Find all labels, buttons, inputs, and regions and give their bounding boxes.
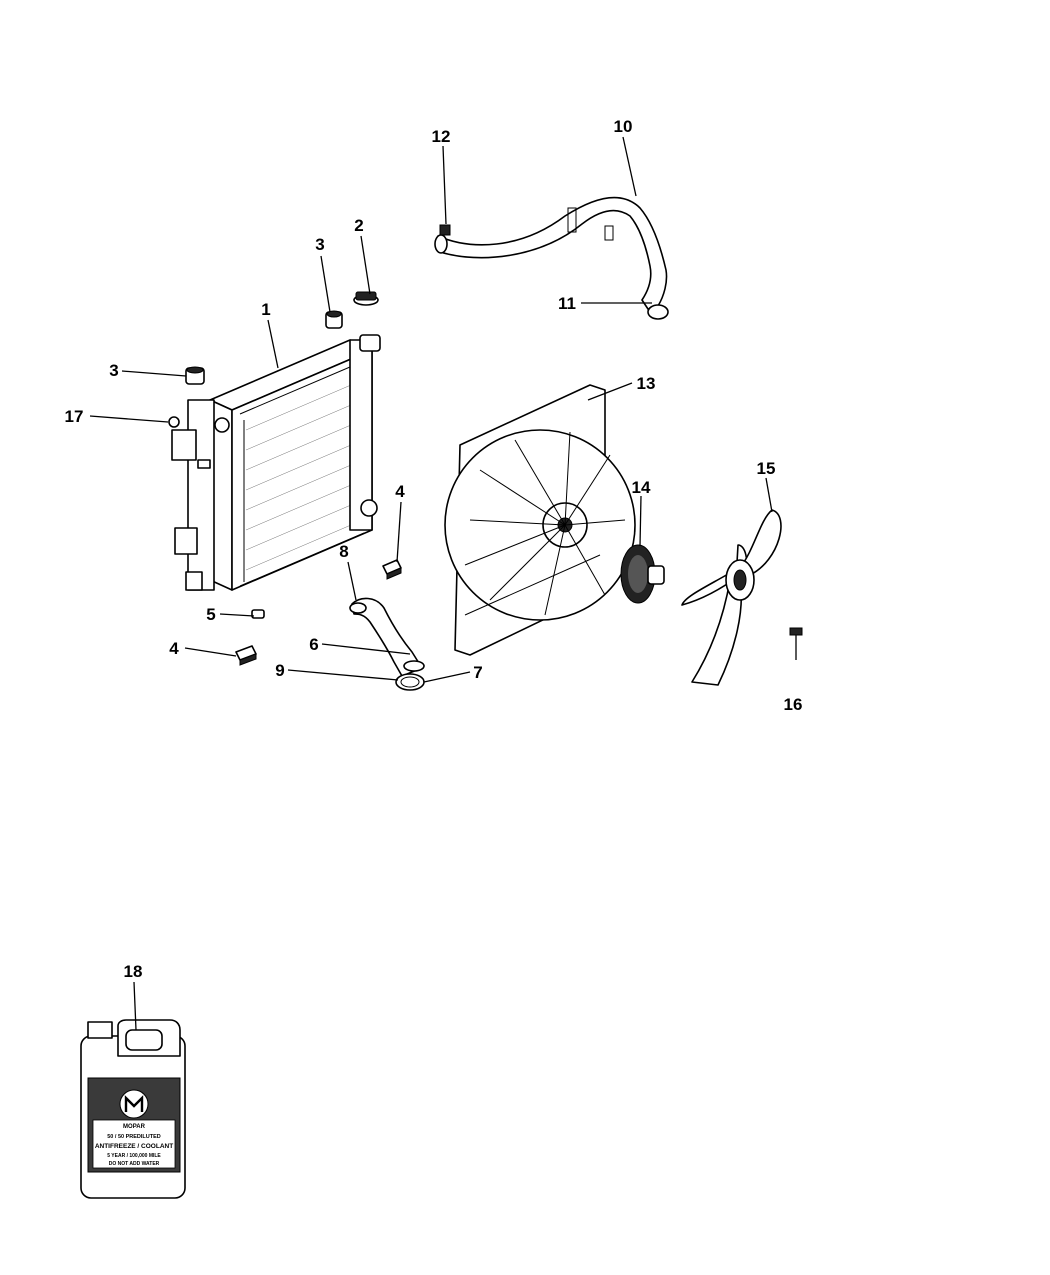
radiator-cap <box>353 291 379 306</box>
callout-8: 8 <box>339 542 348 561</box>
callout-11: 11 <box>558 294 576 313</box>
callout-7: 7 <box>473 663 482 682</box>
leader-lines <box>89 136 773 1031</box>
callout-9: 9 <box>275 661 284 680</box>
callout-6: 6 <box>309 635 318 654</box>
callout-3-upper: 3 <box>315 235 324 254</box>
callout-1: 1 <box>261 300 270 319</box>
callout-10: 10 <box>614 117 633 136</box>
lower-radiator-hose <box>349 597 425 691</box>
jug-label-line2: ANTIFREEZE / COOLANT <box>95 1143 173 1150</box>
isolator-lower <box>235 645 257 666</box>
callout-14: 14 <box>632 478 651 497</box>
callout-15: 15 <box>757 459 776 478</box>
jug-label-line3: 5 YEAR / 100,000 MILE <box>107 1153 161 1159</box>
callout-13: 13 <box>637 374 656 393</box>
fan-drive-viscous <box>620 544 665 604</box>
jug-label-line4: DO NOT ADD WATER <box>109 1161 160 1167</box>
fan-shroud <box>444 384 636 656</box>
radiator <box>171 334 381 591</box>
callout-18: 18 <box>124 962 143 981</box>
isolator-right <box>382 559 402 580</box>
callout-4-lower: 4 <box>169 639 179 658</box>
fan-bolt <box>789 627 803 660</box>
callout-16: 16 <box>784 695 803 714</box>
upper-radiator-hose <box>434 196 669 320</box>
radiator-screw <box>168 416 180 428</box>
coolant-jug <box>80 1019 186 1199</box>
callout-3-left: 3 <box>109 361 118 380</box>
callout-5: 5 <box>206 605 215 624</box>
insulator-upper <box>325 310 343 329</box>
callout-2: 2 <box>354 216 363 235</box>
jug-brand-text: MOPAR <box>123 1124 146 1130</box>
drain-cock <box>251 609 265 619</box>
callout-4-right: 4 <box>395 482 405 501</box>
callout-17: 17 <box>65 407 84 426</box>
insulator-left <box>185 366 205 385</box>
callout-12: 12 <box>432 127 451 146</box>
jug-label-line1: 50 / 50 PREDILUTED <box>107 1134 161 1140</box>
cooling-fan-blade <box>681 509 782 686</box>
